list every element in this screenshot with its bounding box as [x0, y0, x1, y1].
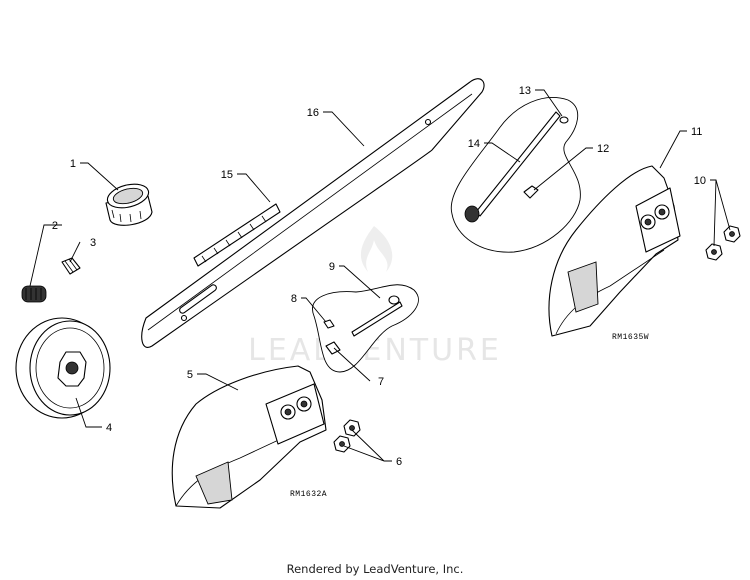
callout-12: 12 [597, 143, 609, 155]
callout-3: 3 [90, 237, 96, 249]
callout-5: 5 [187, 369, 193, 381]
callout-14: 14 [468, 138, 480, 150]
part-10-nuts[interactable] [705, 225, 741, 261]
part-12-13-14-adjuster-group[interactable] [450, 97, 581, 253]
parts-diagram: LEADVENTURE [15, 78, 741, 509]
figure-code-upper: RM1635W [612, 333, 649, 342]
part-5-bar-cover-lower[interactable] [171, 365, 327, 509]
flame-logo-icon [360, 226, 393, 272]
callout-4: 4 [106, 422, 112, 434]
leader-lines [29, 89, 731, 462]
part-7-8-9-tensioner-group[interactable] [312, 284, 419, 373]
part-11-bar-cover-upper[interactable] [548, 165, 681, 337]
callout-7: 7 [378, 376, 384, 388]
part-3-bearing[interactable] [61, 257, 81, 275]
callout-9: 9 [329, 261, 335, 273]
part-2-sprocket[interactable] [21, 285, 47, 303]
part-6-nuts[interactable] [333, 419, 361, 453]
part-1-cap[interactable] [105, 180, 153, 226]
callout-2: 2 [52, 220, 58, 232]
part-15-chain[interactable] [193, 203, 281, 267]
callout-6: 6 [396, 456, 402, 468]
figure-code-lower: RM1632A [290, 490, 327, 499]
callout-1: 1 [70, 158, 76, 170]
callout-10: 10 [694, 175, 706, 187]
callout-16: 16 [307, 107, 319, 119]
callout-13: 13 [519, 85, 531, 97]
callout-8: 8 [291, 293, 297, 305]
callout-labels: 1 2 3 4 5 6 7 8 9 10 11 12 13 14 15 16 [52, 85, 706, 468]
part-4-clutch-drum[interactable] [15, 317, 111, 419]
callout-15: 15 [221, 169, 233, 181]
part-16-guide-bar[interactable] [141, 78, 485, 348]
callout-11: 11 [691, 126, 702, 138]
footer-credit: Rendered by LeadVenture, Inc. [286, 562, 464, 576]
